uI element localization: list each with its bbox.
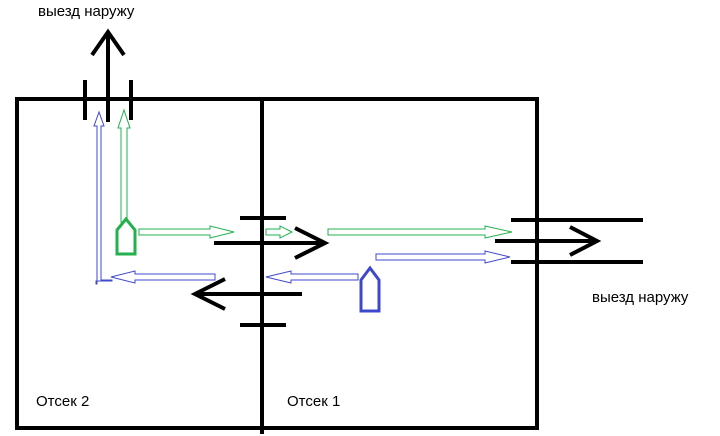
exit-outside-label-right: выезд наружу	[592, 289, 689, 306]
blue-arrow-right	[375, 250, 511, 264]
green-arrow-1	[138, 225, 235, 239]
blue-arrow-up	[93, 110, 113, 285]
bay-1-label: Отсек 1	[287, 393, 341, 410]
top-exit-gate	[83, 28, 133, 122]
green-arrow-2	[265, 225, 294, 239]
blue-route	[93, 110, 511, 285]
middle-gate	[190, 216, 330, 327]
green-route	[117, 108, 513, 239]
bay-2-label: Отсек 2	[36, 393, 90, 410]
green-arrow-up	[117, 108, 131, 223]
blue-arrow-left-2	[110, 270, 216, 284]
exit-right-arrowhead	[569, 225, 602, 257]
building-walls	[15, 97, 539, 434]
right-exit-gate	[495, 218, 643, 264]
blue-arrow-left-1	[265, 270, 359, 284]
outer-wall	[15, 97, 539, 430]
green-vehicle-icon	[115, 216, 137, 256]
left-arrowhead	[190, 277, 226, 311]
exit-up-arrowhead	[90, 28, 126, 57]
exit-outside-label-top: выезд наружу	[38, 3, 135, 20]
right-arrowhead	[294, 226, 330, 260]
green-arrow-3	[327, 225, 513, 239]
blue-vehicle-icon	[359, 265, 381, 313]
